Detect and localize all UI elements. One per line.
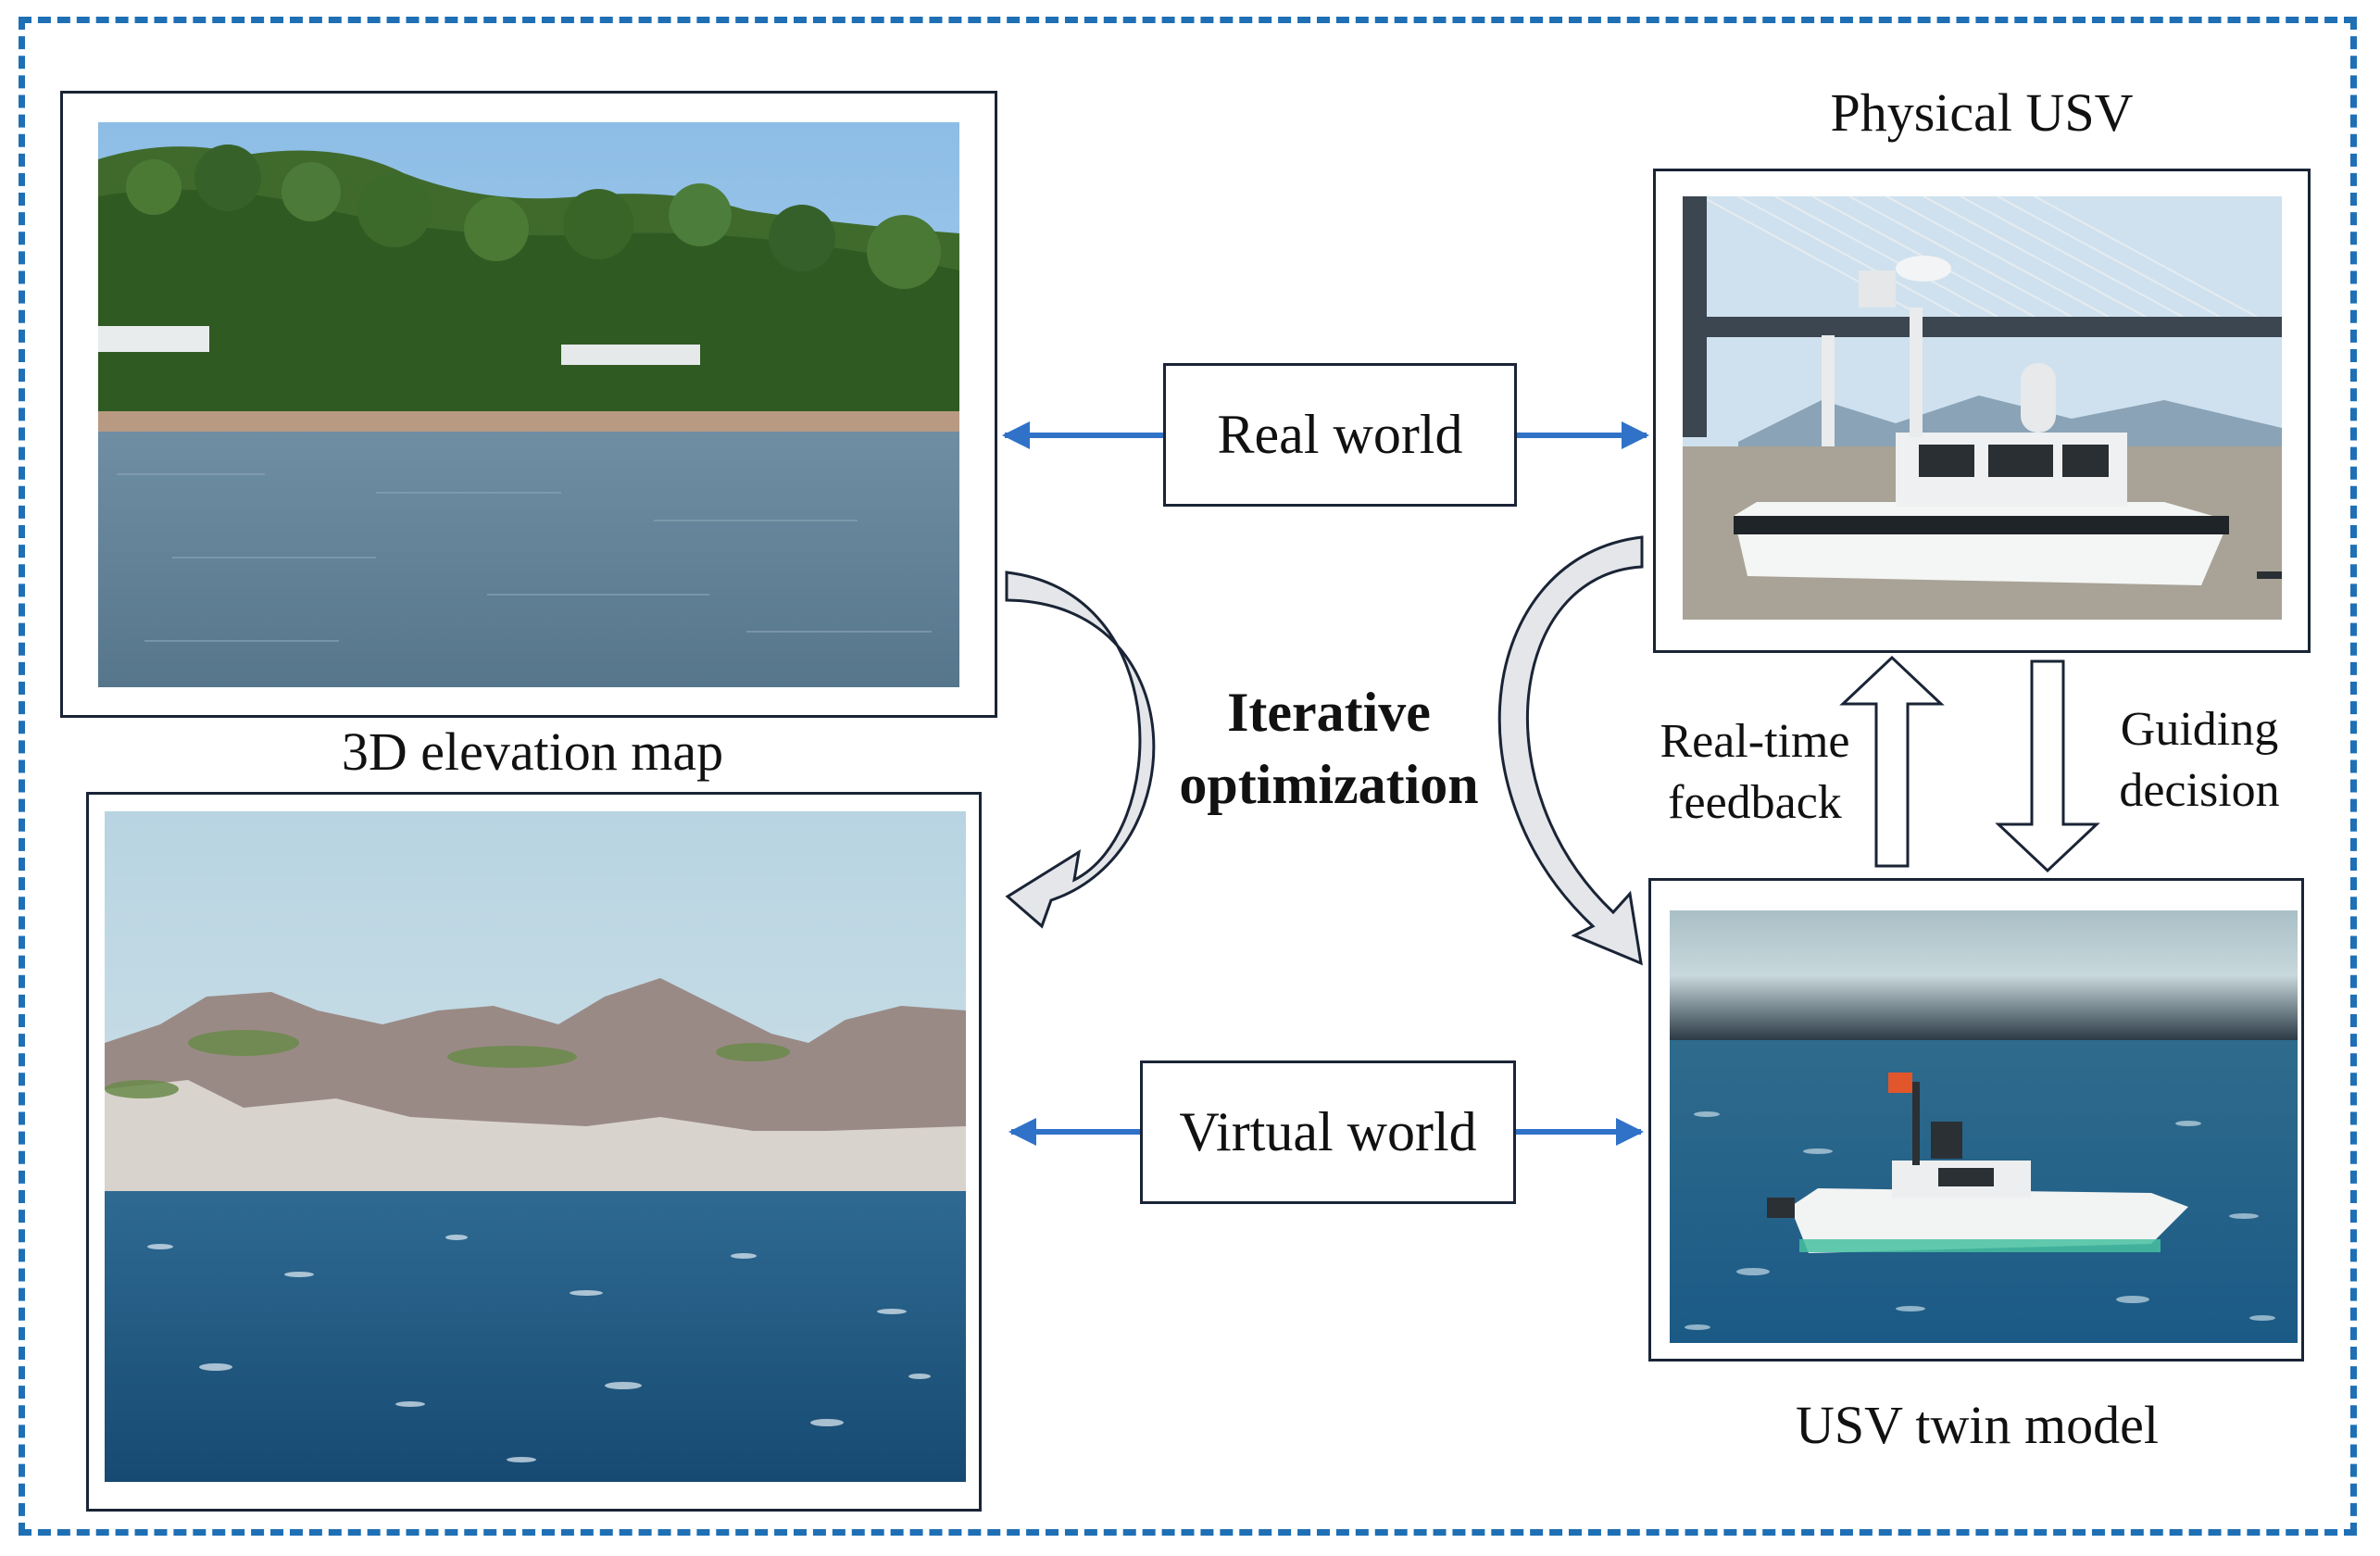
real-world-box: Real world [1163, 363, 1517, 507]
usv-twin-render [1670, 910, 2298, 1343]
iterative-line: Iterative [1227, 682, 1431, 743]
realtime-line: Real-time [1660, 715, 1850, 768]
optimization-line: optimization [1179, 754, 1479, 815]
elevation-map-label: 3D elevation map [341, 722, 724, 782]
guiding-line: Guiding [2120, 703, 2279, 756]
realtime-feedback-label: Real-time feedback [1639, 711, 1871, 834]
real-coast-photo [98, 122, 959, 687]
realtime-feedback-arrow [1839, 655, 1945, 868]
feedback-line: feedback [1668, 776, 1842, 829]
curved-arrow-left [1005, 571, 1156, 929]
curved-arrow-right [1497, 535, 1644, 966]
usv-twin-label: USV twin model [1795, 1395, 2160, 1455]
decision-line: decision [2119, 764, 2280, 817]
virtual-coast-render [105, 811, 966, 1482]
iterative-optimization-label: Iterative optimization [1162, 676, 1496, 821]
virtual-world-box: Virtual world [1140, 1060, 1516, 1204]
physical-usv-label: Physical USV [1830, 82, 2134, 143]
dashed-border-frame [19, 17, 2357, 1536]
guiding-decision-arrow [1995, 659, 2100, 873]
physical-usv-photo [1683, 196, 2282, 620]
guiding-decision-label: Guiding decision [2088, 699, 2311, 822]
